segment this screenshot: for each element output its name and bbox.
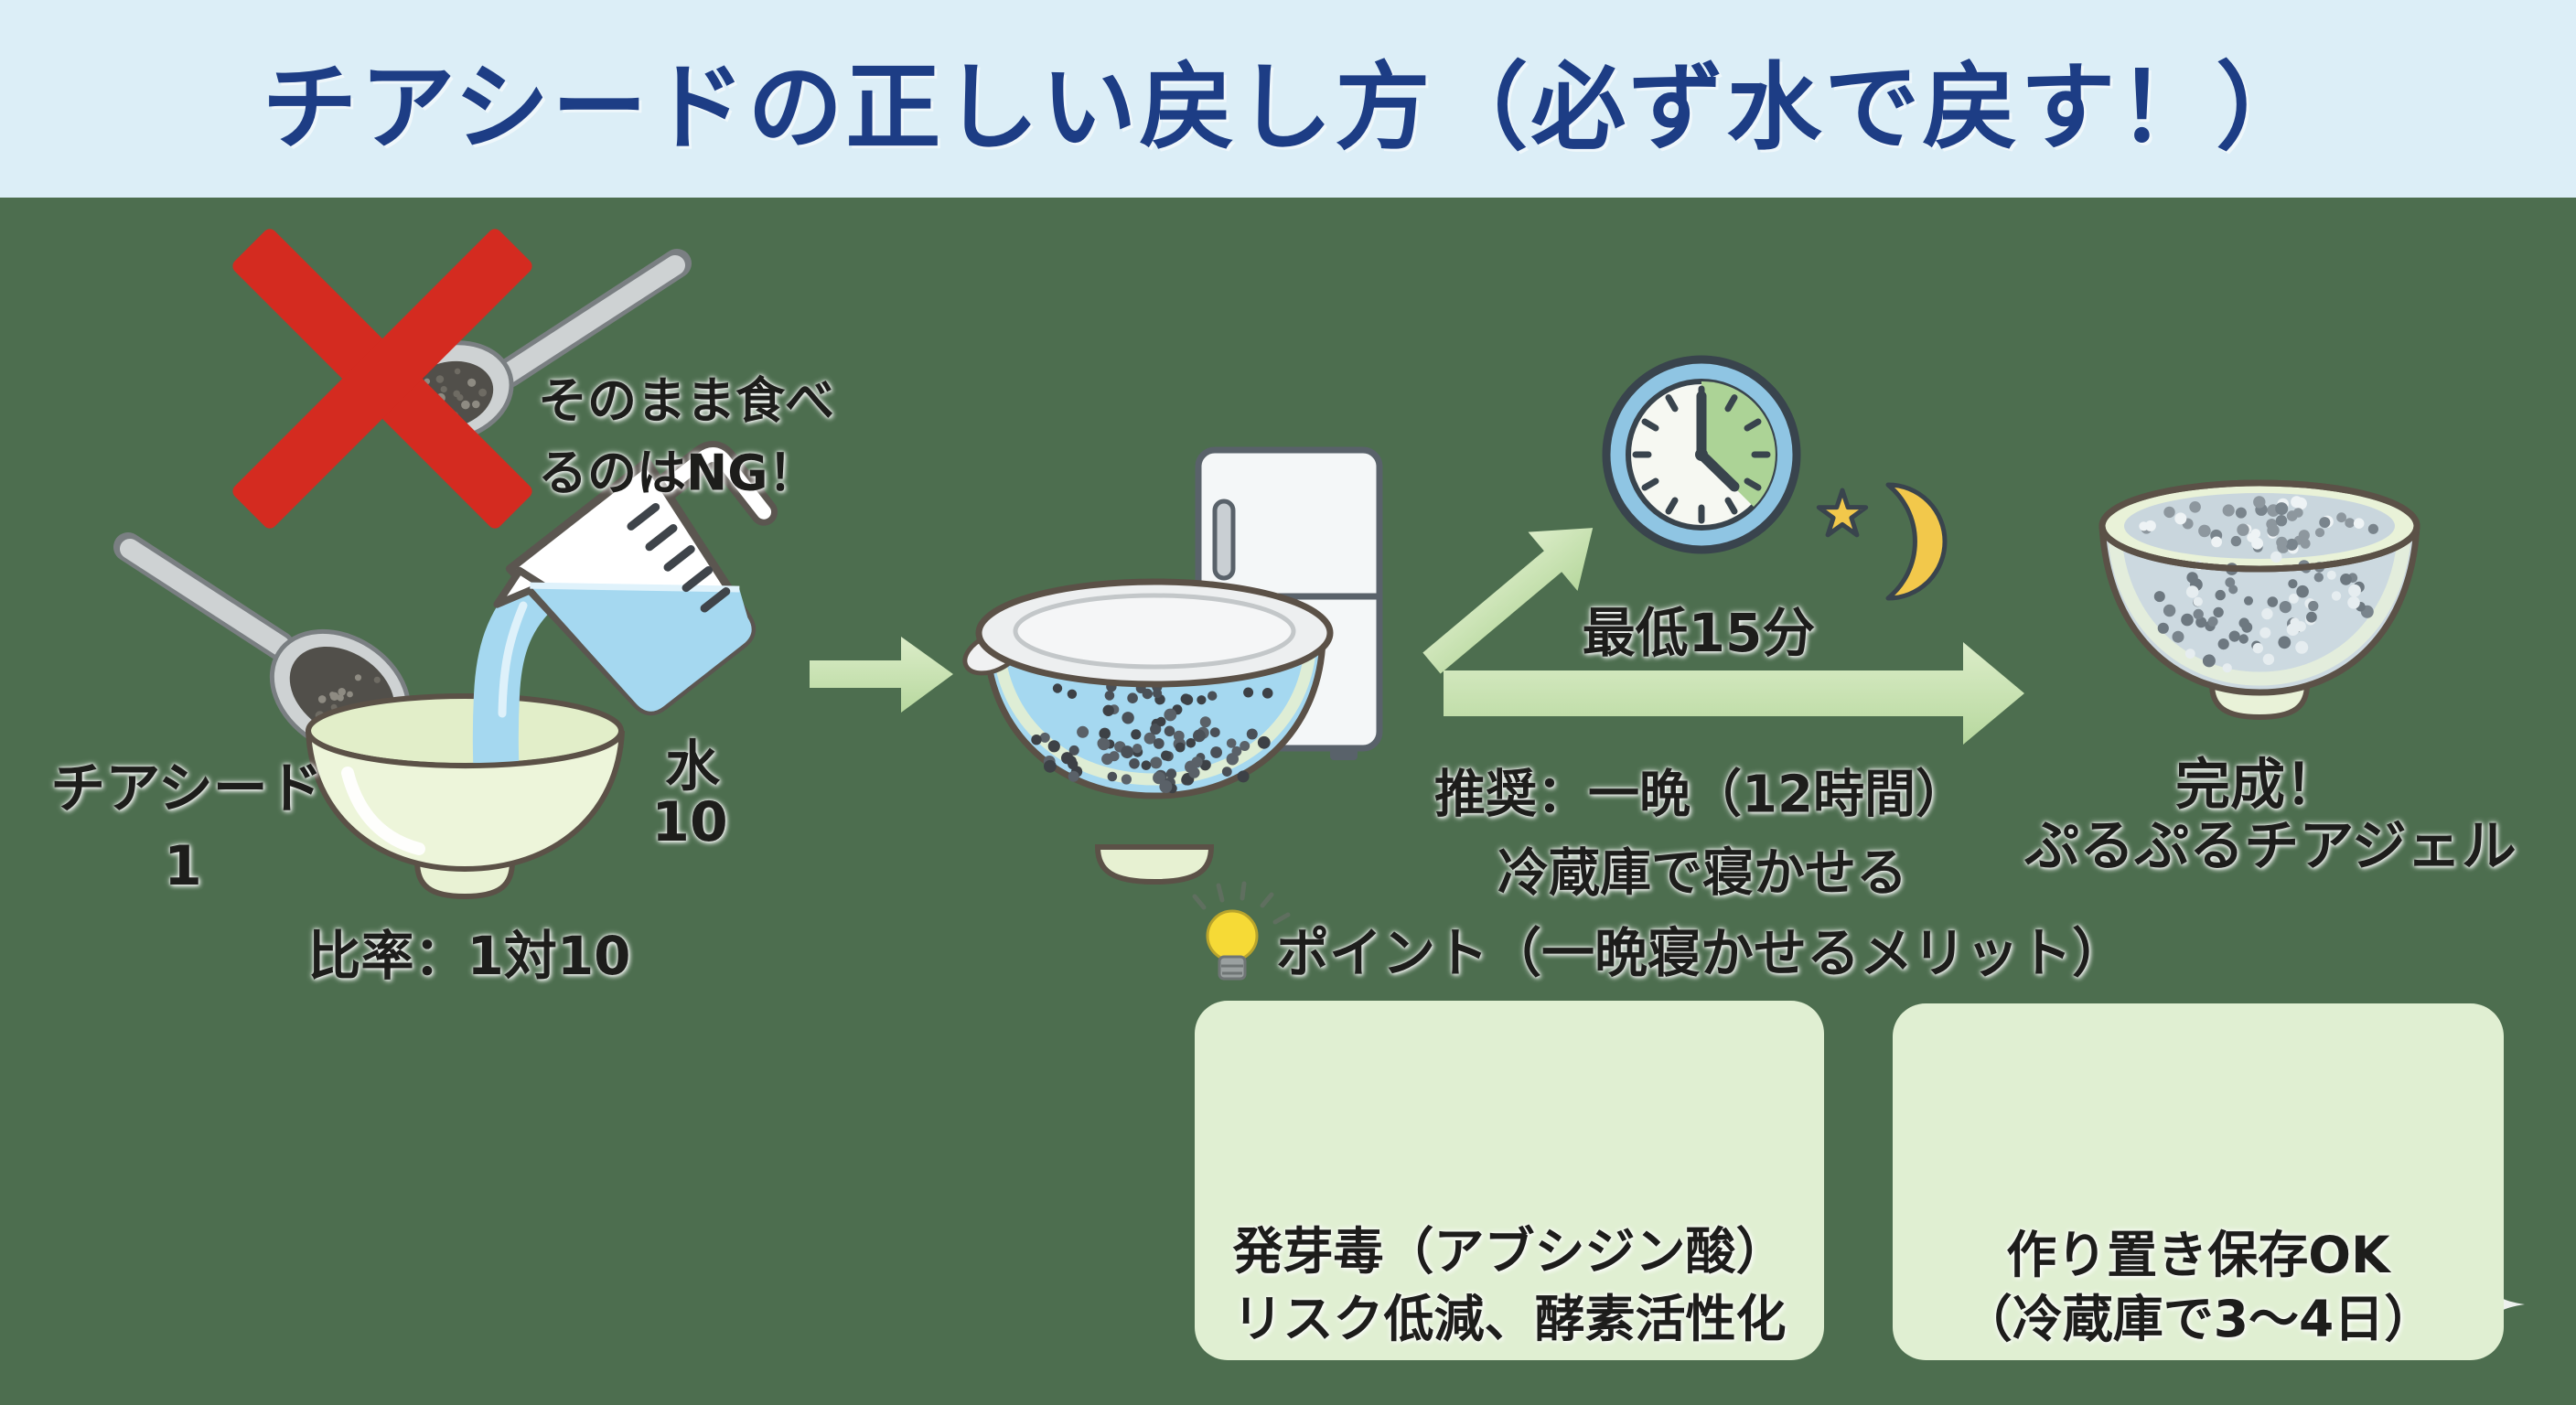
cross-icon bbox=[232, 229, 532, 529]
title-bar: チアシードの正しい戻し方（必ず水で戻す！） bbox=[0, 0, 2576, 198]
ng-warning-line1: そのまま食べ bbox=[538, 371, 834, 430]
arrow-right-long-icon bbox=[1444, 642, 2024, 745]
chia-amount: 1 bbox=[164, 834, 202, 898]
star-icon bbox=[1816, 488, 1869, 538]
arrow-right-icon bbox=[810, 637, 953, 713]
covered-bowl-icon bbox=[962, 578, 1334, 885]
result-line1: 完成！ bbox=[2175, 753, 2340, 818]
clock-icon bbox=[1602, 355, 1801, 554]
benefit-line1: 発芽毒（アブシジン酸） bbox=[1232, 1222, 1787, 1281]
chia-gel-bowl-icon bbox=[2098, 479, 2420, 721]
moon-icon bbox=[1885, 482, 1948, 601]
ratio-label: 比率：1対10 bbox=[307, 925, 631, 987]
water-label: 水 bbox=[665, 735, 720, 799]
water-amount: 10 bbox=[651, 790, 728, 854]
page-title: チアシードの正しい戻し方（必ず水で戻す！） bbox=[262, 51, 2314, 164]
chia-label: チアシード bbox=[50, 756, 323, 821]
arrow-up-right-icon bbox=[1422, 528, 1594, 674]
storage-line1: 作り置き保存OK bbox=[2006, 1226, 2390, 1284]
recommend-line1: 推奨：一晩（12時間） bbox=[1434, 765, 1967, 825]
result-line2: ぷるぷるチアジェル bbox=[2024, 814, 2517, 879]
points-header: ポイント（一晩寝かせるメリット） bbox=[1276, 922, 2126, 984]
ng-warning-line2: るのはNG！ bbox=[538, 444, 818, 502]
mixing-bowl-icon bbox=[306, 572, 625, 900]
minimum-time-label: 最低15分 bbox=[1582, 602, 1816, 664]
recommend-line2: 冷蔵庫で寝かせる bbox=[1497, 843, 1907, 904]
lightbulb-icon bbox=[1192, 881, 1291, 981]
storage-box bbox=[1893, 1003, 2504, 1360]
benefit-line2: リスク低減、酵素活性化 bbox=[1232, 1290, 1787, 1348]
benefit-box bbox=[1195, 1001, 1824, 1360]
storage-line2: （冷蔵庫で3〜4日） bbox=[1961, 1290, 2435, 1348]
measuring-cup-icon bbox=[493, 441, 778, 716]
